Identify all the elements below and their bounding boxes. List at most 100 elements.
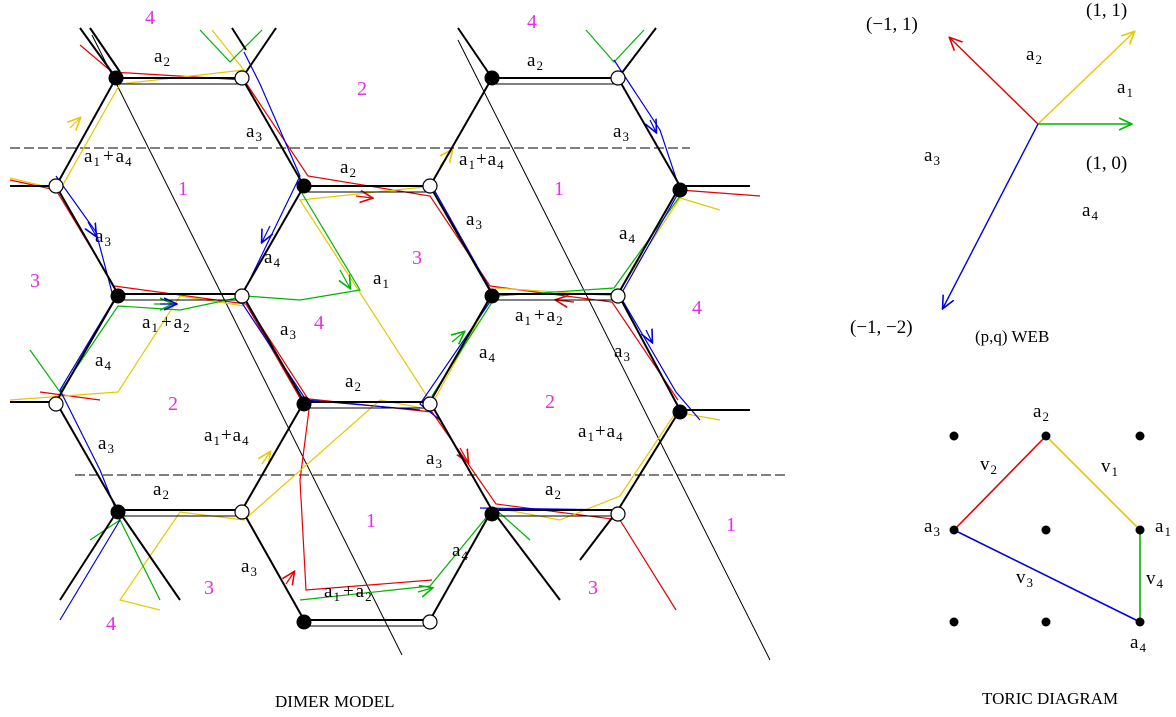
black-node xyxy=(110,504,126,520)
white-node xyxy=(48,396,64,412)
face-numbers: 4 4 2 1 1 3 3 4 4 2 2 1 1 3 3 4 xyxy=(30,7,736,635)
edge-label-a2: a2 xyxy=(527,50,543,73)
face-number: 4 xyxy=(527,11,537,33)
white-node xyxy=(234,288,250,304)
toric-edge-label: v3 xyxy=(1016,567,1033,590)
tiling-edges-inner xyxy=(116,83,618,627)
face-number: 4 xyxy=(145,7,155,29)
face-number: 3 xyxy=(412,247,422,269)
white-node xyxy=(422,396,438,412)
face-number: 3 xyxy=(588,577,598,599)
toric-diagram: a2 a3 a1 a4 v2 v1 v3 v4 TORIC DIAGRAM xyxy=(924,401,1171,708)
lattice-point xyxy=(1041,617,1051,627)
zigzag-path-green xyxy=(29,29,681,601)
black-node xyxy=(484,70,500,86)
web-leg-m1-m2 xyxy=(943,123,1039,308)
edge-label-a1-plus-a4: a1+a4 xyxy=(204,425,249,448)
face-number: 2 xyxy=(545,391,555,413)
face-number: 1 xyxy=(178,178,188,200)
dimer-model: 4 4 2 1 1 3 3 4 4 2 2 1 1 3 3 4 a2 a2 a2… xyxy=(9,7,785,711)
black-nodes xyxy=(108,70,688,630)
black-node xyxy=(296,178,312,194)
black-node xyxy=(110,288,126,304)
web-vector-label: (1, 0) xyxy=(1086,153,1127,174)
edge-label-a1-plus-a4: a1+a4 xyxy=(459,149,504,172)
edge-label-a3: a3 xyxy=(280,319,296,342)
web-title: (p,q) WEB xyxy=(975,327,1049,346)
white-node xyxy=(234,504,250,520)
lattice-point xyxy=(1041,431,1051,441)
face-number: 2 xyxy=(357,78,367,100)
face-number: 2 xyxy=(168,393,178,415)
edge-label-a2: a2 xyxy=(340,157,356,180)
dimer-model-caption: DIMER MODEL xyxy=(275,692,394,711)
pq-web: (−1, 1) (1, 1) (1, 0) (−1, −2) a2 a1 a3 … xyxy=(850,0,1134,346)
face-number: 4 xyxy=(314,312,324,334)
white-node xyxy=(48,178,64,194)
toric-diagram-title: TORIC DIAGRAM xyxy=(982,689,1118,708)
black-node xyxy=(296,396,312,412)
toric-edge-label: v1 xyxy=(1101,456,1118,479)
edge-label-a3: a3 xyxy=(614,341,630,364)
web-region-label: a4 xyxy=(1082,200,1098,223)
edge-label-a4: a4 xyxy=(264,247,280,270)
edge-label-a4: a4 xyxy=(452,540,468,563)
toric-edge-v2 xyxy=(953,435,1047,531)
zigzag-path-blue xyxy=(55,51,701,621)
fundamental-domain xyxy=(10,34,785,661)
toric-edge-label: v4 xyxy=(1146,568,1164,591)
face-number: 3 xyxy=(30,270,40,292)
face-number: 4 xyxy=(692,297,702,319)
edge-label-a4: a4 xyxy=(95,350,111,373)
white-nodes xyxy=(48,70,626,630)
web-vector-label: (−1, −2) xyxy=(850,317,913,338)
lattice-point xyxy=(949,525,959,535)
edge-label-a2: a2 xyxy=(345,371,361,394)
white-node xyxy=(610,506,626,522)
edge-label-a4: a4 xyxy=(479,342,495,365)
face-number: 1 xyxy=(366,510,376,532)
edge-label-a1-plus-a4: a1+a4 xyxy=(84,146,132,169)
edge-label-a3: a3 xyxy=(466,209,482,232)
web-leg-1-1 xyxy=(1037,32,1134,125)
path-arrows xyxy=(70,118,656,592)
black-node xyxy=(108,70,124,86)
black-node xyxy=(672,182,688,198)
lattice-points xyxy=(949,431,1145,627)
edge-labels: a2 a2 a2 a2 a2 a2 a3 a3 a3 a3 a3 a3 a3 a… xyxy=(84,46,635,604)
toric-corner-label: a2 xyxy=(1033,401,1049,424)
toric-corner-label: a1 xyxy=(1155,516,1171,539)
black-node xyxy=(296,614,312,630)
white-node xyxy=(610,70,626,86)
lattice-point xyxy=(949,431,959,441)
toric-edge-label: v2 xyxy=(980,454,997,477)
face-number: 1 xyxy=(554,178,564,200)
edge-label-a2: a2 xyxy=(154,46,170,69)
edge-label-a1: a1 xyxy=(373,268,389,291)
white-node xyxy=(610,288,626,304)
face-number: 4 xyxy=(106,613,116,635)
edge-label-a4: a4 xyxy=(619,223,635,246)
lattice-point xyxy=(1135,431,1145,441)
web-region-label: a1 xyxy=(1117,77,1133,100)
edge-label-a3: a3 xyxy=(241,556,257,579)
face-number: 3 xyxy=(204,577,214,599)
black-node xyxy=(484,288,500,304)
web-region-label: a3 xyxy=(924,145,940,168)
edge-label-a2: a2 xyxy=(545,479,561,502)
edge-label-a3: a3 xyxy=(426,448,442,471)
edge-label-a1-plus-a2: a1+a2 xyxy=(142,312,190,335)
edge-label-a1-plus-a2: a1+a2 xyxy=(515,305,563,328)
web-vector-label: (−1, 1) xyxy=(866,14,918,35)
web-vector-label: (1, 1) xyxy=(1086,0,1127,21)
lattice-point xyxy=(1135,525,1145,535)
web-region-label: a2 xyxy=(1026,44,1042,67)
lattice-point xyxy=(1135,617,1145,627)
black-node xyxy=(672,404,688,420)
edge-label-a2: a2 xyxy=(153,479,169,502)
toric-edge-v3 xyxy=(953,529,1141,623)
face-number: 1 xyxy=(726,514,736,536)
lattice-point xyxy=(1041,525,1051,535)
toric-corner-label: a4 xyxy=(1130,632,1146,655)
